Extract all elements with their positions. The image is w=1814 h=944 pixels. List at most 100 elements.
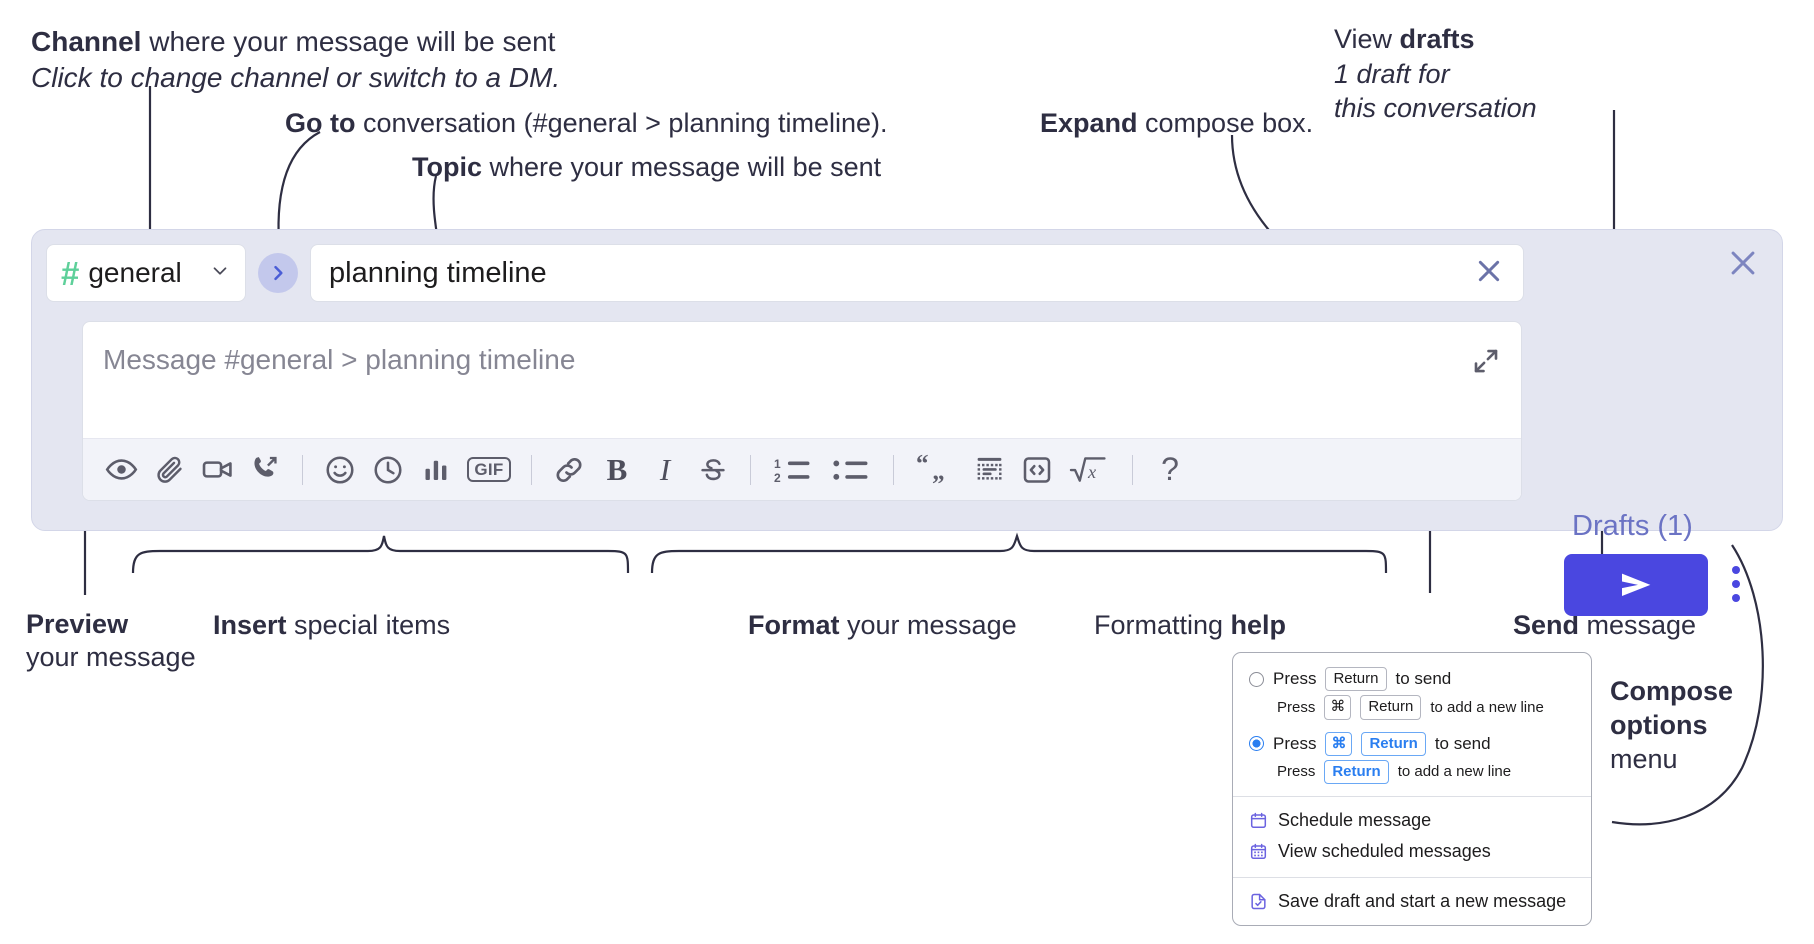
help-label: ? — [1161, 451, 1179, 487]
save-draft-icon — [1249, 892, 1268, 911]
bold-label: B — [606, 451, 628, 487]
menu-subtext-return: Press ⌘ Return to add a new line — [1233, 693, 1591, 721]
key-cmd-1: ⌘ — [1324, 695, 1352, 720]
radio-return[interactable] — [1249, 671, 1264, 687]
annotation-topic: Topic where your message will be sent — [412, 150, 881, 185]
drafts-link[interactable]: Drafts (1) — [1572, 510, 1693, 542]
menu-item-schedule-message[interactable]: Schedule message — [1233, 805, 1591, 836]
compose-panel: # general planning timeline Message #gen… — [31, 229, 1783, 616]
expand-icon[interactable] — [1471, 346, 1501, 381]
close-icon[interactable] — [1726, 246, 1760, 285]
code-snippet-icon[interactable] — [1013, 446, 1061, 494]
topic-input[interactable]: planning timeline — [310, 244, 1524, 302]
annotation-preview: Preview your message — [26, 608, 196, 674]
annotation-goto-strong: Go to — [285, 108, 356, 138]
to-send-label-2: to send — [1434, 733, 1491, 753]
annotation-expand: Expand compose box. — [1040, 106, 1313, 141]
annotation-drafts: View drafts 1 draft for this conversatio… — [1334, 22, 1537, 126]
code-block-icon[interactable] — [965, 446, 1013, 494]
press-label-1: Press — [1273, 669, 1317, 689]
compose-options-menu: Press Return to send Press ⌘ Return to a… — [1232, 652, 1592, 926]
blockquote-icon[interactable]: “ „ — [907, 446, 965, 494]
menu-item-label: Save draft and start a new message — [1278, 891, 1567, 911]
link-icon[interactable] — [545, 446, 593, 494]
annotation-preview-strong: Preview — [26, 609, 129, 639]
annotation-topic-rest: where your message will be sent — [482, 152, 882, 182]
poll-icon[interactable] — [412, 446, 460, 494]
annotation-drafts-line1: 1 draft for — [1334, 58, 1450, 89]
radio-cmd-return[interactable] — [1249, 736, 1264, 752]
svg-text:“: “ — [916, 454, 929, 477]
bold-icon[interactable]: B — [593, 446, 641, 494]
menu-item-save-draft[interactable]: Save draft and start a new message — [1233, 886, 1591, 917]
bulleted-list-icon[interactable] — [822, 446, 880, 494]
annotation-topic-strong: Topic — [412, 152, 482, 182]
chevron-down-icon — [209, 260, 231, 287]
annotation-compose-rest: menu — [1610, 744, 1678, 775]
sub-tail-1: to add a new line — [1430, 698, 1544, 716]
annotation-channel-rest: where your message will be sent — [141, 26, 556, 57]
italic-icon[interactable]: I — [641, 446, 689, 494]
annotation-preview-rest: your message — [26, 641, 196, 672]
calendar-icon — [1249, 811, 1268, 830]
separator-4 — [893, 454, 894, 485]
menu-item-view-scheduled[interactable]: View scheduled messages — [1233, 836, 1591, 867]
menu-option-press-return[interactable]: Press Return to send — [1233, 665, 1591, 693]
clear-topic-icon[interactable] — [1473, 255, 1505, 292]
annotation-channel: Channel where your message will be sent … — [31, 24, 560, 96]
annotation-help-pre: Formatting — [1094, 610, 1231, 640]
annotation-compose-strong2: options — [1610, 710, 1708, 741]
annotation-insert-strong: Insert — [213, 610, 287, 640]
clock-icon[interactable] — [364, 446, 412, 494]
key-return-1: Return — [1325, 667, 1387, 692]
svg-text:„: „ — [932, 457, 945, 484]
phone-forward-icon[interactable] — [241, 446, 289, 494]
message-input-box[interactable]: Message #general > planning timeline — [82, 321, 1522, 501]
paper-plane-icon — [1622, 573, 1651, 596]
emoji-icon[interactable] — [316, 446, 364, 494]
separator-5 — [1132, 454, 1133, 485]
topic-value: planning timeline — [329, 256, 547, 289]
annotation-goto-rest: conversation (#general > planning timeli… — [355, 108, 888, 138]
calendar-grid-icon — [1249, 842, 1268, 861]
annotation-channel-italic: Click to change channel or switch to a D… — [31, 61, 561, 93]
annotation-drafts-prefix: View — [1334, 24, 1400, 54]
video-camera-icon[interactable] — [193, 446, 241, 494]
annotation-drafts-line2: this conversation — [1334, 93, 1537, 124]
hash-icon: # — [61, 254, 80, 292]
compose-options-button[interactable] — [1732, 566, 1740, 602]
svg-text:1: 1 — [774, 457, 781, 471]
attachment-icon[interactable] — [145, 446, 193, 494]
menu-divider-2 — [1233, 877, 1591, 878]
annotation-format-rest: your message — [839, 610, 1017, 640]
separator-1 — [302, 454, 303, 485]
menu-item-label: View scheduled messages — [1278, 841, 1491, 861]
send-button[interactable] — [1564, 554, 1708, 616]
formatting-toolbar: GIF B I — [83, 438, 1521, 500]
svg-text:2: 2 — [774, 471, 781, 485]
compose-header-row: # general planning timeline — [46, 244, 1524, 302]
menu-subtext-cmd-return: Press Return to add a new line — [1233, 758, 1591, 786]
math-icon[interactable]: x — [1061, 446, 1119, 494]
kebab-dot-3 — [1732, 594, 1740, 602]
annotation-formatting-help: Formatting help — [1094, 608, 1286, 643]
key-cmd-2: ⌘ — [1325, 731, 1353, 756]
goto-conversation-button[interactable] — [258, 253, 298, 293]
preview-icon[interactable] — [97, 446, 145, 494]
annotation-drafts-strong: drafts — [1399, 24, 1475, 54]
annotation-insert: Insert special items — [213, 608, 450, 643]
svg-text:x: x — [1087, 462, 1097, 482]
gif-icon[interactable]: GIF — [460, 446, 518, 494]
menu-divider-1 — [1233, 796, 1591, 797]
message-placeholder: Message #general > planning timeline — [103, 344, 576, 375]
annotation-compose-options: Compose options menu — [1610, 674, 1733, 776]
annotation-insert-rest: special items — [286, 610, 451, 640]
help-icon[interactable]: ? — [1146, 446, 1194, 494]
separator-3 — [750, 454, 751, 485]
menu-option-press-cmd-return[interactable]: Press ⌘ Return to send — [1233, 730, 1591, 758]
channel-name: general — [88, 257, 182, 288]
channel-selector[interactable]: # general — [46, 244, 246, 302]
strikethrough-icon[interactable] — [689, 446, 737, 494]
